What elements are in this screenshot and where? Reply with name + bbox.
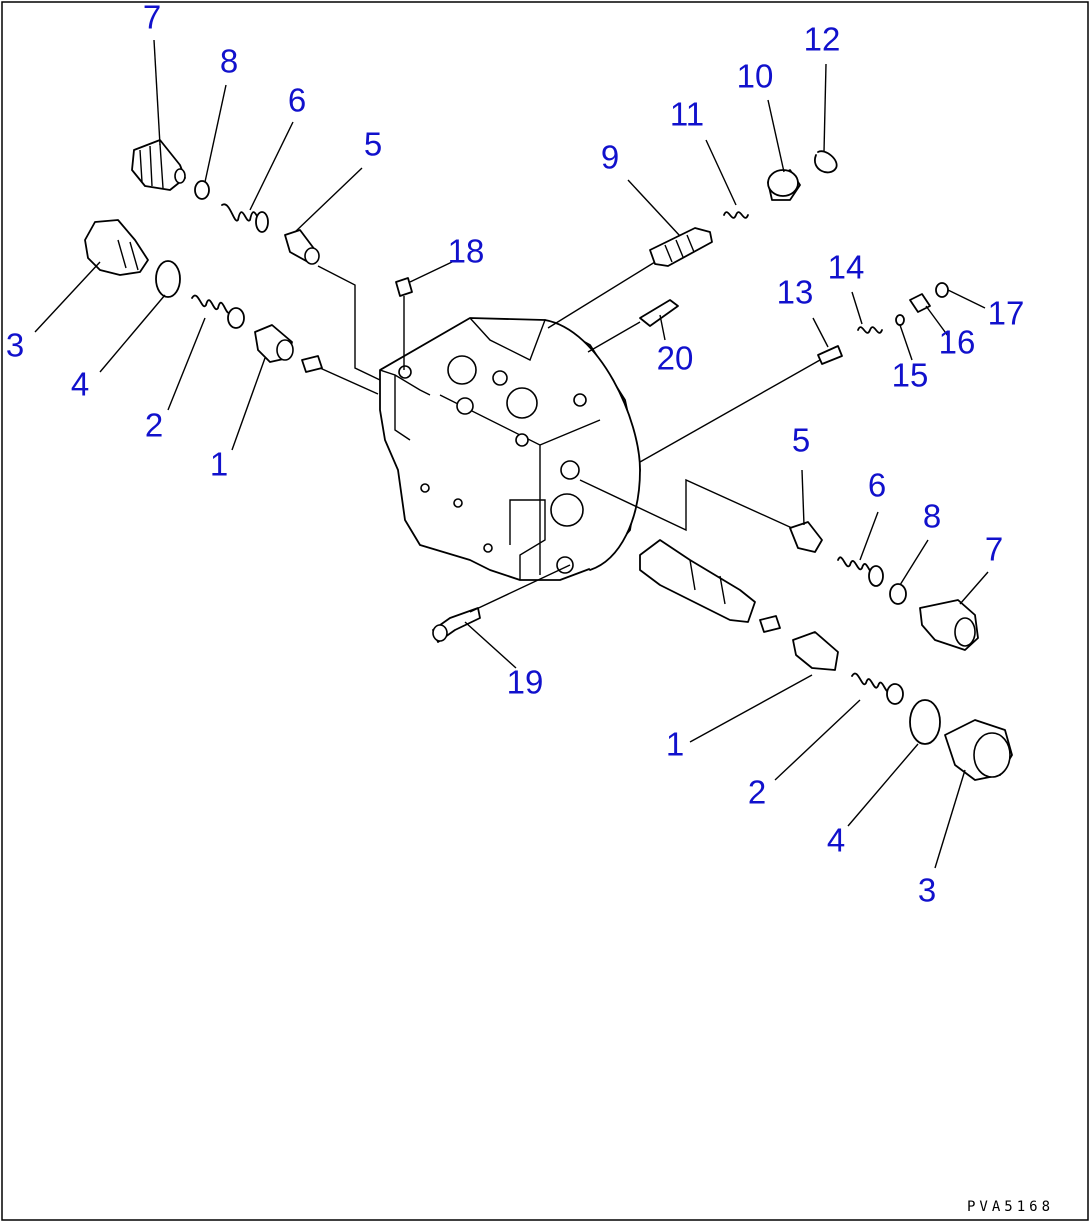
- callout-leaders: [34, 39, 989, 869]
- o-ring-15: [895, 314, 905, 326]
- plug-3-upper: [84, 219, 149, 276]
- callout-5-upper: 5: [364, 126, 382, 163]
- o-ring-4-upper: [155, 260, 181, 298]
- callout-numbers: 7 8 6 5 3 4 2 1 18 9 11 10 12 13 14 17 1…: [6, 0, 1025, 909]
- spring-11: [723, 211, 749, 219]
- callout-4-upper: 4: [71, 366, 89, 403]
- port-hole: [483, 543, 493, 553]
- piston-1-lower: [792, 631, 839, 671]
- callout-11: 11: [670, 96, 704, 133]
- port-hole: [573, 393, 587, 407]
- pin-20: [639, 299, 679, 327]
- callout-16: 16: [939, 324, 976, 361]
- callout-8-upper: 8: [220, 43, 238, 80]
- spring-6-upper: [221, 203, 269, 233]
- port-hole: [560, 460, 580, 480]
- o-ring-8-upper: [194, 180, 210, 200]
- port-hole: [550, 493, 584, 527]
- valve-body: [379, 317, 641, 581]
- spring-14: [857, 326, 883, 334]
- o-ring-8-lower: [889, 583, 907, 605]
- drawing-code: PVA5168: [967, 1199, 1054, 1215]
- callout-6-upper: 6: [288, 82, 306, 119]
- pin-lower: [759, 615, 781, 633]
- ring-17: [935, 282, 949, 298]
- callout-3-upper: 3: [6, 327, 24, 364]
- spring-2-lower: [851, 672, 904, 705]
- plug-7-upper: [131, 139, 186, 191]
- port-hole: [515, 433, 529, 447]
- port-hole: [398, 365, 412, 379]
- spring-6-lower: [837, 556, 884, 587]
- callout-14: 14: [828, 249, 865, 286]
- assembly-guide-lines: [317, 261, 821, 613]
- callout-5-lower: 5: [792, 422, 810, 459]
- pin-upper: [301, 355, 323, 373]
- callout-2-lower: 2: [748, 774, 766, 811]
- plug-3-lower: [944, 719, 1013, 781]
- o-ring-4-lower: [909, 699, 941, 745]
- plug-16: [909, 293, 931, 313]
- callout-1-upper: 1: [210, 446, 228, 483]
- spool: [639, 539, 756, 623]
- callout-4-lower: 4: [827, 822, 845, 859]
- callout-7-lower: 7: [985, 531, 1003, 568]
- valve-9: [649, 227, 713, 267]
- snap-ring-12: [814, 150, 838, 174]
- port-hole: [506, 387, 538, 419]
- port-hole: [453, 498, 463, 508]
- callout-3-lower: 3: [918, 872, 936, 909]
- port-hole: [456, 397, 474, 415]
- plug-7-lower: [919, 599, 979, 651]
- pin-13: [817, 345, 843, 365]
- callout-13: 13: [777, 274, 814, 311]
- callout-20: 20: [657, 340, 694, 377]
- callout-1-lower: 1: [666, 726, 684, 763]
- callout-19: 19: [507, 664, 544, 701]
- callout-9: 9: [601, 139, 619, 176]
- bolt-19: [432, 607, 481, 643]
- spring-2-upper: [191, 294, 245, 329]
- cap-10: [767, 169, 801, 201]
- callout-12: 12: [804, 21, 841, 58]
- callout-10: 10: [737, 58, 774, 95]
- bolt-18: [395, 277, 413, 370]
- callout-7-upper: 7: [143, 0, 161, 36]
- valve-5-lower: [789, 521, 823, 553]
- piston-1-upper: [254, 324, 294, 363]
- port-hole: [492, 370, 508, 386]
- valve-5-upper: [284, 229, 320, 265]
- callout-6-lower: 6: [868, 467, 886, 504]
- callout-2-upper: 2: [145, 407, 163, 444]
- callout-15: 15: [892, 357, 929, 394]
- callout-8-lower: 8: [923, 498, 941, 535]
- callout-18: 18: [448, 233, 485, 270]
- callout-17: 17: [988, 295, 1025, 332]
- port-hole: [420, 483, 430, 493]
- port-hole: [447, 355, 477, 385]
